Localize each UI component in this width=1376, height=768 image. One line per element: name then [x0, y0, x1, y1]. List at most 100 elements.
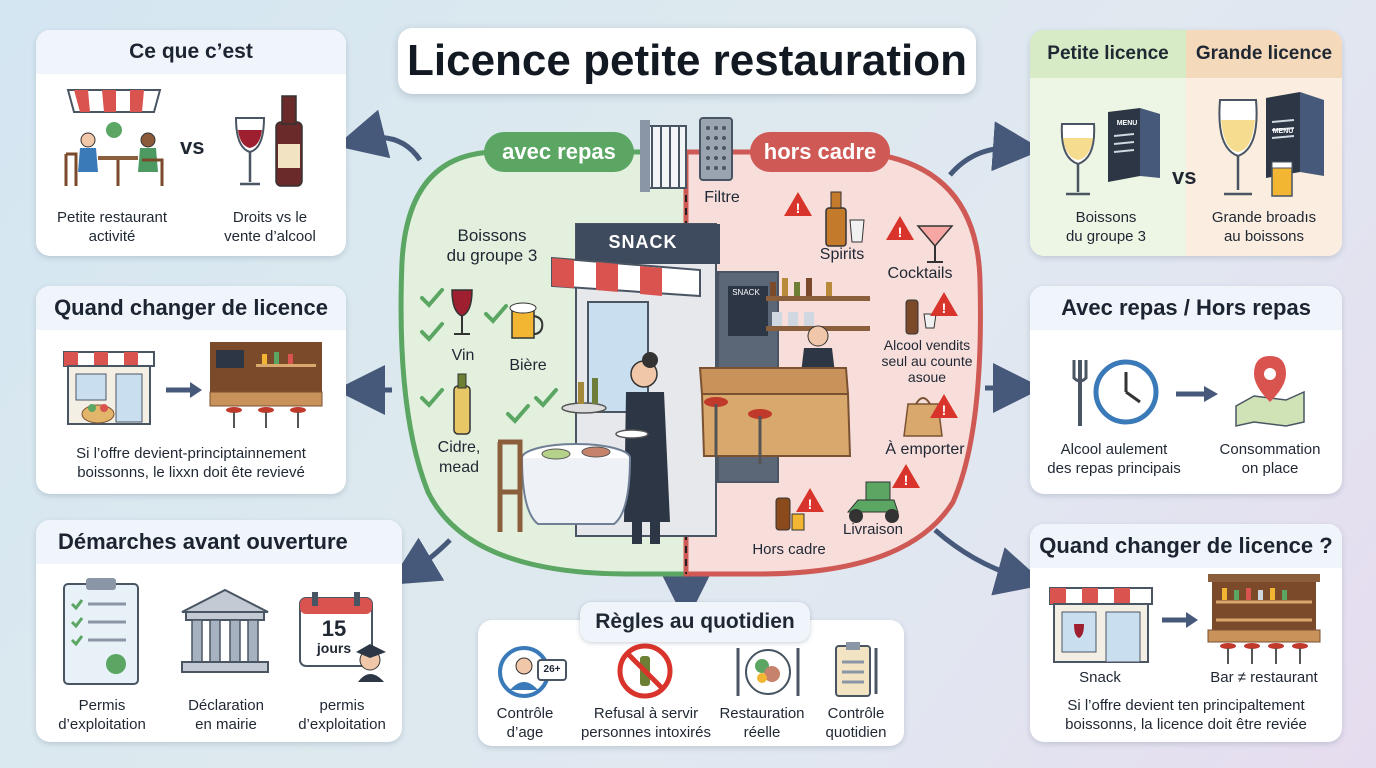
allowed-beer: Bière [509, 357, 547, 374]
bar-counter-icon [698, 278, 870, 464]
forbidden-delivery: Livraison [842, 521, 904, 538]
regles-caption-2: Refusal à servir personnes intoxirés [580, 705, 712, 741]
grande-caption: Grande broadıs au boissons [1211, 209, 1317, 245]
demarches-heading: Démarches avant ouverture [36, 520, 402, 564]
grande-menu-label: MENU [1272, 128, 1294, 135]
svg-text:!: ! [796, 200, 801, 216]
ce-que-vs: vs [180, 134, 205, 159]
delivery-scooter-icon [846, 481, 899, 523]
cocktail-glass-icon [916, 225, 954, 263]
spirits-bottle-icon [825, 191, 865, 247]
allowed-wine: Vin [451, 347, 475, 364]
demarches-caption-3: permis d’exploitation [298, 697, 386, 733]
group3-label: Boissons du groupe 3 [446, 226, 538, 265]
quand-left-caption: Si l’offre devient-principtainnement boi… [76, 445, 306, 481]
center-scene: ! ! ! ! ! ! [398, 117, 983, 577]
svg-text:!: ! [808, 496, 813, 512]
petite-caption: Boissons du groupe 3 [1065, 209, 1147, 245]
location-pin-icon [1235, 356, 1305, 427]
page-title: Licence petite restauration [398, 28, 976, 94]
demarches-card: Démarches avant ouverture 15 jours Permi… [36, 520, 402, 742]
svg-text:!: ! [904, 472, 909, 488]
svg-text:!: ! [942, 300, 947, 316]
check-icons [420, 288, 558, 424]
grande-heading: Grande licence [1186, 30, 1342, 78]
quand-right-card: Quand changer de licence ? Snack Bar ≠ r… [1030, 524, 1342, 742]
forbidden-counter: Alcool vendits seul au counte asoue [881, 337, 973, 385]
forbidden-spirits: Spirits [819, 246, 865, 263]
meal-plate-icon [736, 648, 800, 696]
quand-right-label-snack: Snack [1079, 669, 1121, 686]
arrow-to-licences [948, 121, 1043, 177]
hors-cadre-icon [775, 497, 805, 531]
no-service-icon [617, 643, 673, 699]
svg-text:!: ! [942, 402, 947, 418]
restaurant-scene-icon [64, 89, 164, 186]
licences-card: Petite licence Grande licence MENU vs ME… [1030, 30, 1342, 256]
calendar-icon [299, 592, 386, 682]
quand-left-heading: Quand changer de licence [36, 286, 346, 330]
allowed-cider: Cidre, mead [437, 439, 481, 476]
svg-text:!: ! [898, 224, 903, 240]
licences-vs: vs [1172, 164, 1197, 189]
demarches-caption-2: Déclaration en mairie [188, 697, 264, 733]
snack-sign: SNACK [608, 232, 678, 252]
regles-caption-3: Restauration réelle [719, 705, 805, 741]
quand-left-card: Quand changer de licence Si l’offre devi… [36, 286, 346, 494]
arrow-to-quand-right [933, 528, 1047, 596]
quand-right-heading: Quand changer de licence ? [1030, 524, 1342, 568]
checklist-icon [835, 642, 878, 697]
demarches-caption-1: Permis d’exploitation [58, 697, 146, 733]
calendar-day: 15 [321, 616, 347, 641]
calendar-unit: jours [316, 640, 352, 656]
forbidden-cocktails: Cocktails [887, 265, 953, 282]
petite-menu-label: MENU [1116, 120, 1138, 127]
wine-glass-icon [451, 289, 473, 335]
big-glass-menu-icon [1218, 92, 1324, 197]
petite-heading: Petite licence [1030, 30, 1186, 78]
ce-que-caption-2: Droits vs le vente d’alcool [224, 209, 316, 245]
repas-card: Avec repas / Hors repas Alcool aulement … [1030, 286, 1342, 494]
arrow-to-ce-que [335, 109, 423, 162]
waitress-icon [561, 352, 670, 544]
snack-shop-icon [1049, 587, 1153, 663]
allowed-pill: avec repas [484, 132, 634, 172]
repas-caption-1: Alcool aulement des repas principais [1047, 441, 1181, 477]
regles-caption-1: Contrôle d’age [496, 705, 554, 741]
arrow-right-icon [1162, 612, 1198, 628]
regles-heading: Règles au quotidien [580, 602, 810, 642]
quand-right-label-bar: Bar ≠ restaurant [1210, 669, 1318, 686]
town-hall-icon [181, 588, 269, 673]
bar-restaurant-icon [1207, 574, 1321, 664]
ce-que-card: Ce que c’est vs Petite restaurant activi… [36, 30, 346, 256]
snack-sign-small: SNACK [732, 288, 760, 297]
age-badge: 26+ [543, 664, 561, 675]
arrow-right-icon [166, 382, 202, 398]
forbidden-takeaway: À emporter [885, 441, 965, 458]
fork-clock-icon [1072, 359, 1159, 426]
age-control-icon [498, 646, 567, 698]
forbidden-hors-cadre: Hors cadre [752, 541, 826, 558]
repas-heading: Avec repas / Hors repas [1030, 286, 1342, 330]
repas-caption-2: Consommation on place [1219, 441, 1321, 477]
small-glass-menu-icon [1060, 108, 1160, 196]
cider-bottle-icon [453, 373, 471, 435]
shop-icon [63, 351, 155, 425]
regles-caption-4: Contrôle quotidien [825, 705, 887, 741]
arrow-right-icon [1176, 386, 1218, 402]
filter-label: Filtre [704, 189, 740, 206]
forbidden-pill: hors cadre [750, 132, 890, 172]
arrow-to-demarches [388, 537, 452, 585]
wine-bottle-icon [234, 95, 303, 187]
dining-table-icon [497, 439, 631, 532]
ce-que-heading: Ce que c’est [36, 30, 346, 74]
alcohol-counter-icon [905, 299, 937, 335]
takeaway-bag-icon [903, 397, 943, 437]
warning-icons: ! ! ! ! ! ! [784, 192, 958, 512]
clipboard-icon [63, 578, 139, 685]
gate-icon [640, 120, 687, 192]
beer-mug-icon [509, 302, 544, 339]
bar-icon [209, 342, 323, 428]
quand-right-caption: Si l’offre devient ten principaltement b… [1065, 697, 1307, 733]
